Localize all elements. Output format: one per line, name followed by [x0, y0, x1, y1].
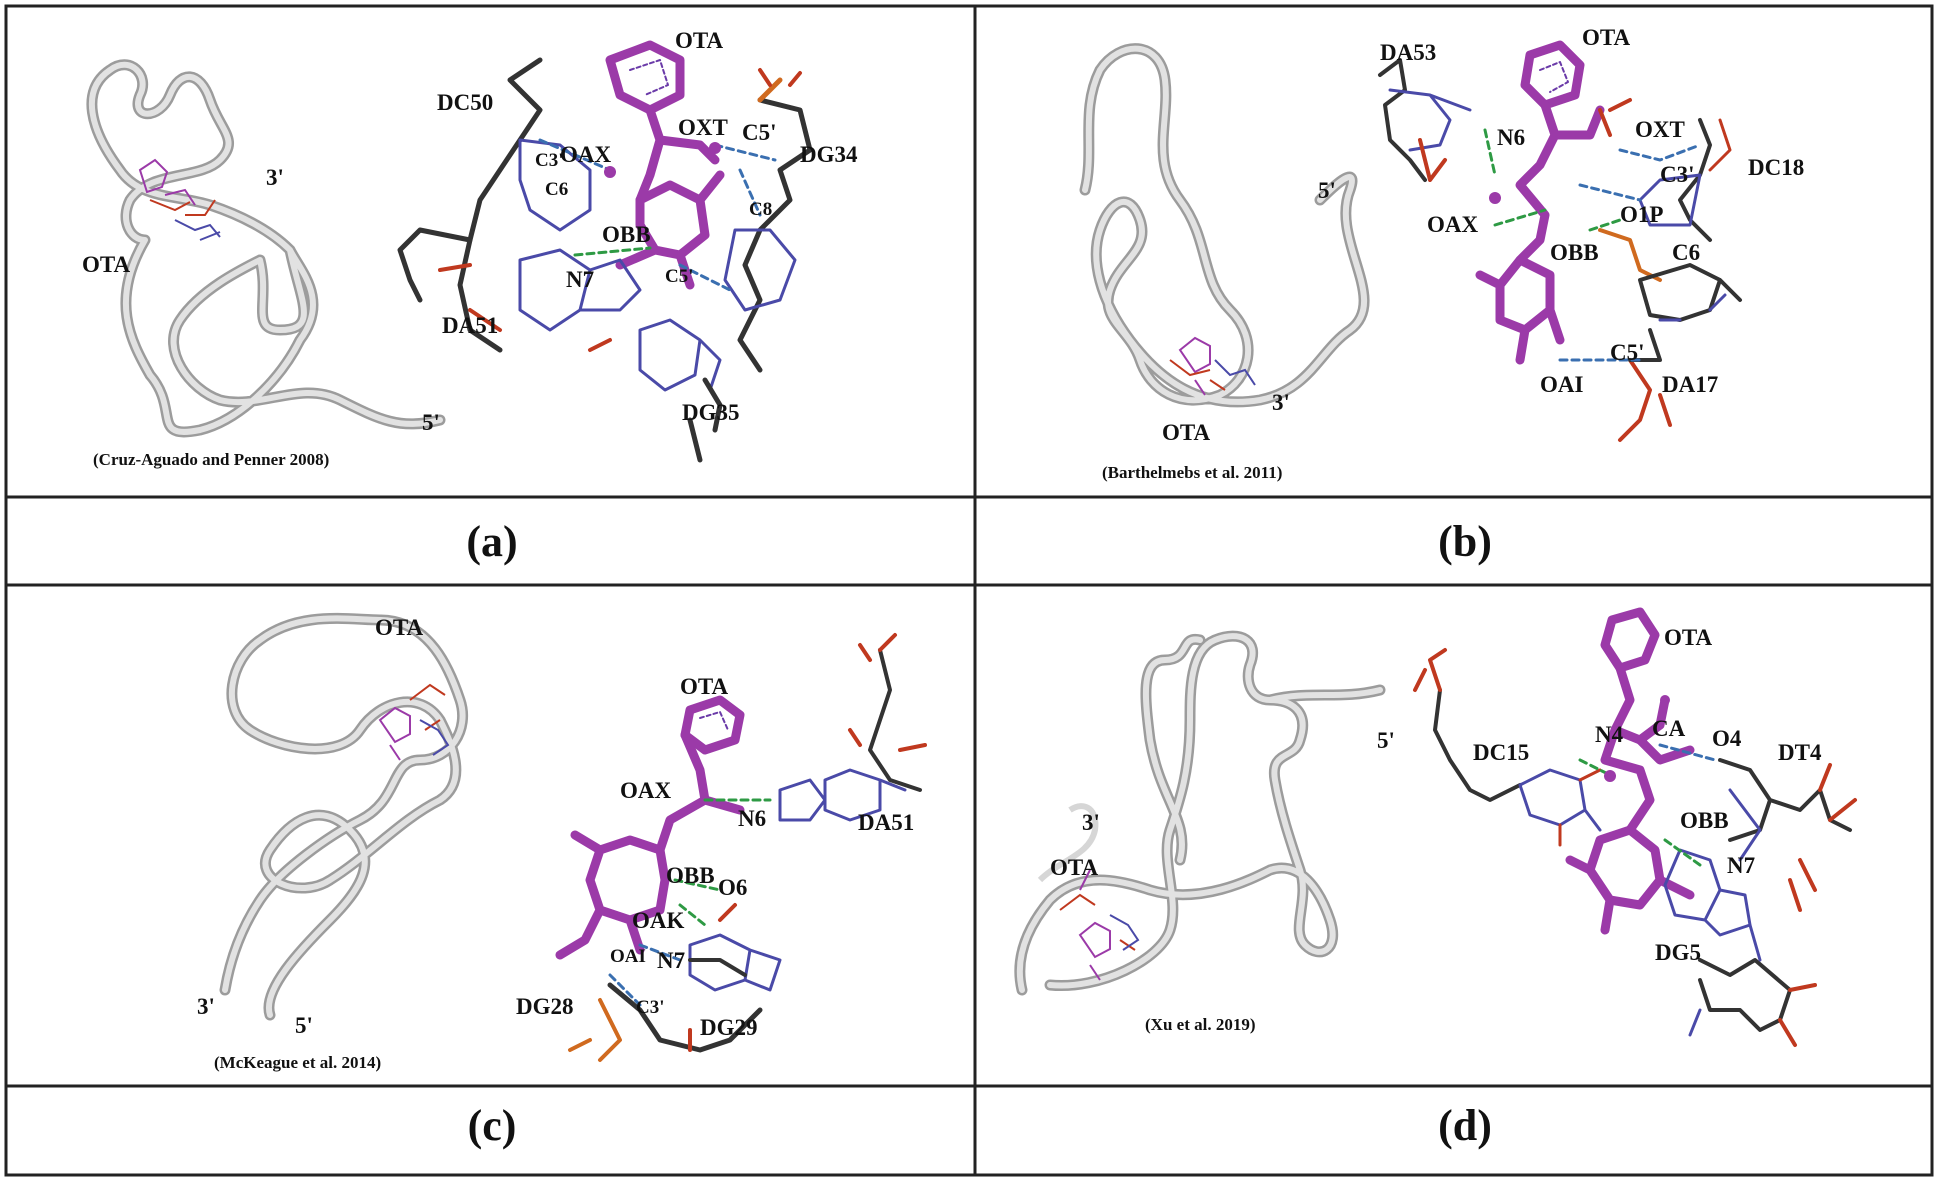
- panel-a-molecule: [397, 40, 813, 463]
- panel-b-atom-label-12: OAI: [1540, 372, 1584, 397]
- panel-a-ribbon-label-2: 3': [266, 165, 284, 190]
- panel-d-label: (d): [1438, 1101, 1492, 1150]
- panel-b-atom-label-5: C3': [1660, 162, 1695, 187]
- panel-d-atom-label-1: OTA: [1664, 625, 1713, 650]
- panel-b-ribbon: [1079, 43, 1370, 408]
- panel-b-citation: (Barthelmebs et al. 2011): [1102, 463, 1282, 482]
- panel-b-atom-label-4: OXT: [1635, 117, 1685, 142]
- panel-a-atom-label-10: OBB: [602, 222, 651, 247]
- panel-a-atom-label-4: OAX: [560, 142, 612, 167]
- panel-a-atom-label-8: DG34: [800, 142, 858, 167]
- panel-a-atom-label-2: DC50: [437, 90, 493, 115]
- panel-c-atom-label-11: C3': [636, 997, 665, 1018]
- panel-d-ribbon-label-1: 5': [1377, 728, 1395, 753]
- panel-c-atom-label-6: O6: [718, 875, 747, 900]
- panel-c-ribbon: [219, 612, 469, 1021]
- panel-a-atom-label-13: DA51: [442, 313, 498, 338]
- panel-c-atom-label-3: DA51: [858, 810, 914, 835]
- panel-d-atom-label-6: DT4: [1778, 740, 1822, 765]
- panel-b-ribbon-label-1: 5': [1318, 178, 1336, 203]
- panel-a-ribbon-label-3: 5': [422, 410, 440, 435]
- panel-b-atom-label-11: C5': [1610, 340, 1645, 365]
- panel-d-ribbon-label-3: OTA: [1050, 855, 1099, 880]
- panel-c-ribbon-label-1: OTA: [375, 615, 424, 640]
- panel-d-citation: (Xu et al. 2019): [1145, 1015, 1255, 1034]
- panel-a-label: (a): [466, 517, 517, 566]
- panel-a-atom-label-12: N7: [566, 267, 594, 292]
- panel-a-atom-label-3: C3': [535, 150, 564, 171]
- panel-c-molecule: [555, 633, 927, 1062]
- panel-b-atom-label-6: DC18: [1748, 155, 1804, 180]
- panel-b-atom-label-10: C6: [1672, 240, 1700, 265]
- panel-d-atom-label-4: CA: [1652, 716, 1686, 741]
- panel-a-atom-label-6: OXT: [678, 115, 728, 140]
- panel-a-atom-label-7: C5': [742, 120, 777, 145]
- panel-a-atom-label-9: C8: [749, 199, 772, 220]
- panel-c-atom-label-9: N7: [657, 948, 685, 973]
- panel-d-labels: 5' 3' OTA (Xu et al. 2019) OTA DC15 N4 C…: [1050, 625, 1822, 1034]
- panel-a-atom-label-14: DG35: [682, 400, 740, 425]
- panel-a-ribbon-ligand: [138, 158, 221, 241]
- panel-c-labels: OTA 3' 5' (McKeague et al. 2014) OTA OAX…: [197, 615, 914, 1072]
- panel-c-ribbon-label-3: 5': [295, 1013, 313, 1038]
- panel-d-molecule: [1413, 607, 1857, 1047]
- table-grid: [4, 4, 1934, 1177]
- panel-c-atom-label-7: OAK: [632, 908, 685, 933]
- panel-b-ribbon-label-3: OTA: [1162, 420, 1211, 445]
- panel-d-atom-label-7: OBB: [1680, 808, 1729, 833]
- panel-d-atom-label-5: O4: [1712, 726, 1742, 751]
- panel-d-image: 5' 3' OTA (Xu et al. 2019) OTA DC15 N4 C…: [1014, 607, 1857, 1047]
- panel-c-ribbon-ligand: [378, 683, 450, 761]
- panel-c-ribbon-label-2: 3': [197, 994, 215, 1019]
- panel-a-atom-label-1: OTA: [675, 28, 724, 53]
- panel-c-citation: (McKeague et al. 2014): [214, 1053, 381, 1072]
- panel-b-label: (b): [1438, 517, 1492, 566]
- panel-d-atom-label-3: N4: [1595, 722, 1624, 747]
- panel-b-ribbon-label-2: 3': [1272, 390, 1290, 415]
- panel-c-atom-label-8: OAI: [610, 946, 646, 967]
- panel-c-atom-label-5: OBB: [666, 863, 715, 888]
- panel-d-ribbon-ligand: [1059, 869, 1140, 981]
- panel-a-citation: (Cruz-Aguado and Penner 2008): [93, 450, 329, 469]
- panel-b-ribbon-ligand: [1169, 336, 1256, 396]
- panel-a-ribbon: [86, 59, 446, 438]
- panel-d-atom-label-9: DG5: [1655, 940, 1701, 965]
- panel-b-image: 5' 3' OTA (Barthelmebs et al. 2011) DA53…: [1079, 25, 1804, 482]
- panel-c-label: (c): [468, 1101, 517, 1150]
- panel-a-ribbon-label-1: OTA: [82, 252, 131, 277]
- panel-b-atom-label-2: OTA: [1582, 25, 1631, 50]
- panel-c-atom-label-4: N6: [738, 806, 766, 831]
- panel-d-atom-label-2: DC15: [1473, 740, 1529, 765]
- panel-b-atom-label-8: O1P: [1620, 202, 1663, 227]
- panel-c-atom-label-12: DG29: [700, 1015, 758, 1040]
- panel-a-atom-label-5: C6: [545, 179, 568, 200]
- panel-d-ribbon: [1014, 630, 1386, 996]
- panel-b-labels: 5' 3' OTA (Barthelmebs et al. 2011) DA53…: [1102, 25, 1804, 482]
- panel-b-atom-label-3: N6: [1497, 125, 1525, 150]
- panel-a-image: OTA 3' 5' (Cruz-Aguado and Penner 2008) …: [82, 28, 858, 469]
- panel-d-atom-label-8: N7: [1727, 853, 1755, 878]
- panel-a-labels: OTA 3' 5' (Cruz-Aguado and Penner 2008) …: [82, 28, 858, 469]
- panel-b-atom-label-13: DA17: [1662, 372, 1718, 397]
- panel-c-atom-label-2: OAX: [620, 778, 672, 803]
- panel-c-image: OTA 3' 5' (McKeague et al. 2014) OTA OAX…: [197, 612, 927, 1072]
- panel-b-atom-label-1: DA53: [1380, 40, 1436, 65]
- panel-b-atom-label-9: OBB: [1550, 240, 1599, 265]
- panel-c-atom-label-10: DG28: [516, 994, 574, 1019]
- panel-d-ribbon-label-2: 3': [1082, 810, 1100, 835]
- panel-b-atom-label-7: OAX: [1427, 212, 1479, 237]
- panel-c-atom-label-1: OTA: [680, 674, 729, 699]
- panel-a-atom-label-11: C5': [665, 266, 694, 287]
- panel-b-molecule: [1378, 40, 1742, 442]
